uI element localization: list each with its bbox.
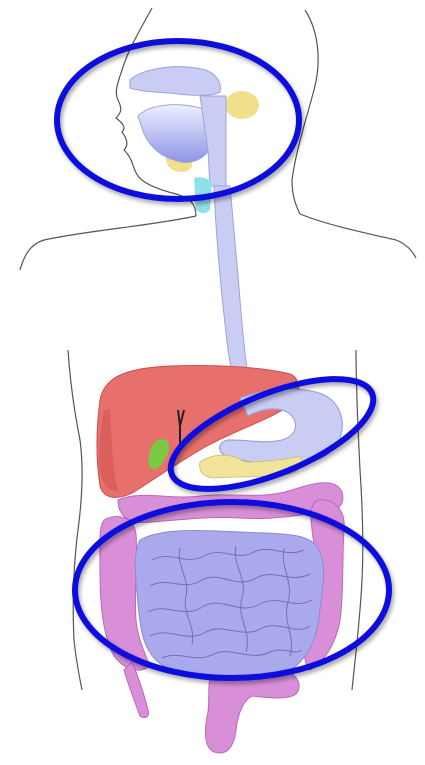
right-shoulder [300,214,416,258]
nasal-cavity [130,67,220,96]
left-shoulder [20,216,196,270]
left-torso [68,350,82,690]
salivary-gland [225,91,259,119]
small-intestine [135,530,323,676]
